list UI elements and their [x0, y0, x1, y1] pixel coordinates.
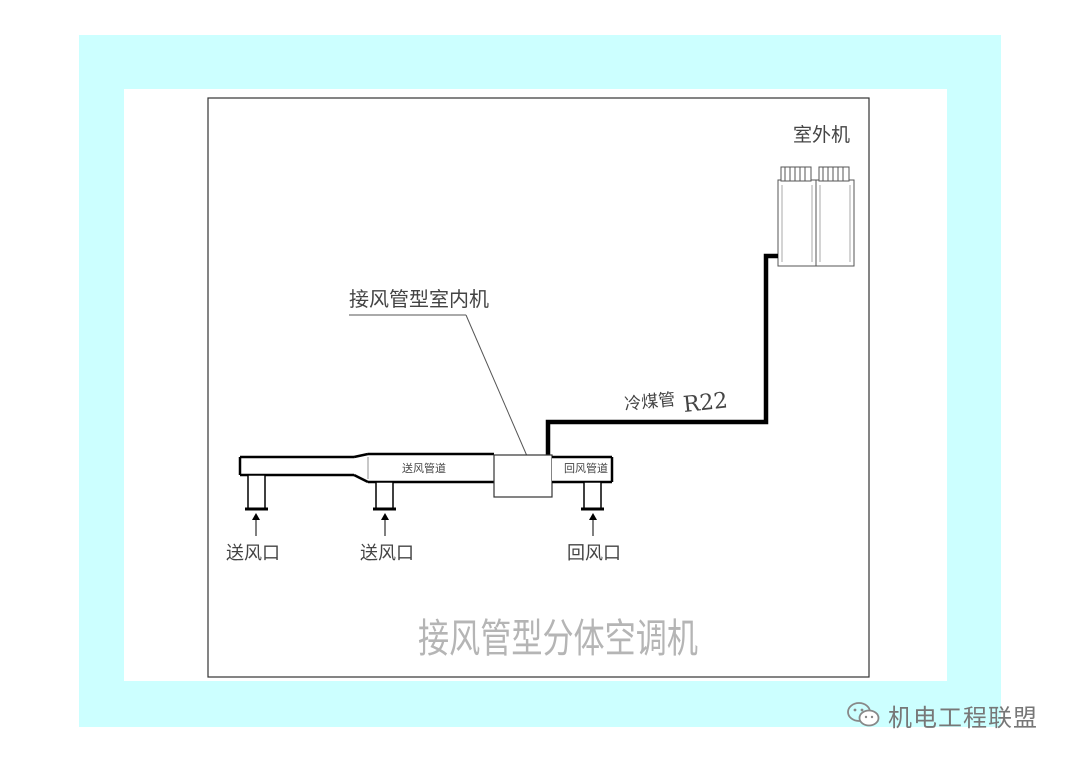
indoor-unit-label: 接风管型室内机 [349, 287, 489, 311]
supply-outlet-drop-2 [373, 481, 396, 511]
outdoor-unit [777, 166, 855, 267]
return-inlet-label: 回风口 [567, 543, 621, 564]
diagram-title: 接风管型分体空调机 [418, 616, 698, 662]
supply-arrow-2 [381, 513, 389, 536]
supply-outlet-label-1: 送风口 [226, 543, 280, 564]
supply-outlet-label-2: 送风口 [360, 543, 414, 564]
refrigerant-type-label: R22 [682, 388, 729, 418]
indoor-unit-leader-diag [465, 314, 528, 457]
watermark-text: 机电工程联盟 [888, 703, 1038, 732]
supply-duct-label: 送风管道 [402, 461, 446, 475]
supply-duct [238, 452, 494, 484]
return-arrow [589, 513, 597, 536]
drawing-frame [207, 97, 870, 678]
supply-arrow-1 [252, 513, 260, 536]
outdoor-unit-label: 室外机 [793, 124, 850, 146]
indoor-unit [493, 454, 553, 498]
wechat-icon [847, 702, 880, 727]
return-duct-label: 回风管道 [564, 461, 608, 475]
return-inlet-drop [581, 481, 604, 511]
refrigerant-pipe [545, 253, 778, 455]
supply-outlet-drop-1 [245, 474, 268, 511]
return-duct [552, 455, 614, 484]
watermark: 机电工程联盟 [846, 695, 1046, 735]
